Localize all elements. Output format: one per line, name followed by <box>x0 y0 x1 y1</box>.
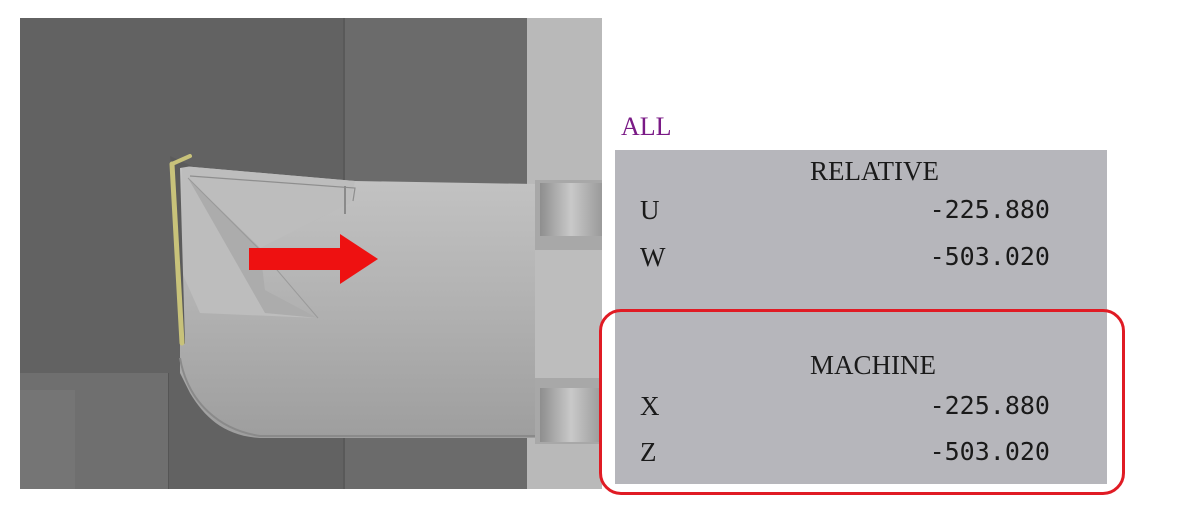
machine-title: MACHINE <box>810 350 936 380</box>
axis-value-z: -503.020 <box>929 437 1050 466</box>
axis-row-x: X -225.880 <box>640 389 1050 423</box>
axis-label-w: W <box>640 242 666 272</box>
axis-value-w: -503.020 <box>929 242 1050 271</box>
axis-row-z: Z -503.020 <box>640 435 1050 469</box>
lathe-scene <box>20 18 602 489</box>
axis-label-u: U <box>640 195 660 225</box>
relative-title: RELATIVE <box>810 156 939 186</box>
tool-edge <box>169 161 185 346</box>
tool-holder-block <box>20 390 75 489</box>
axis-label-z: Z <box>640 437 657 467</box>
axis-label-x: X <box>640 391 660 421</box>
axis-value-u: -225.880 <box>929 195 1050 224</box>
axis-row-u: U -225.880 <box>640 193 1050 227</box>
axis-row-w: W -503.020 <box>640 240 1050 274</box>
lathe-simulation-view <box>20 18 602 489</box>
position-mode-label: ALL <box>621 112 672 141</box>
position-panel: RELATIVE U -225.880 W -503.020 MACHINE X… <box>615 150 1107 484</box>
axis-value-x: -225.880 <box>929 391 1050 420</box>
arrow-right-icon <box>249 234 378 284</box>
